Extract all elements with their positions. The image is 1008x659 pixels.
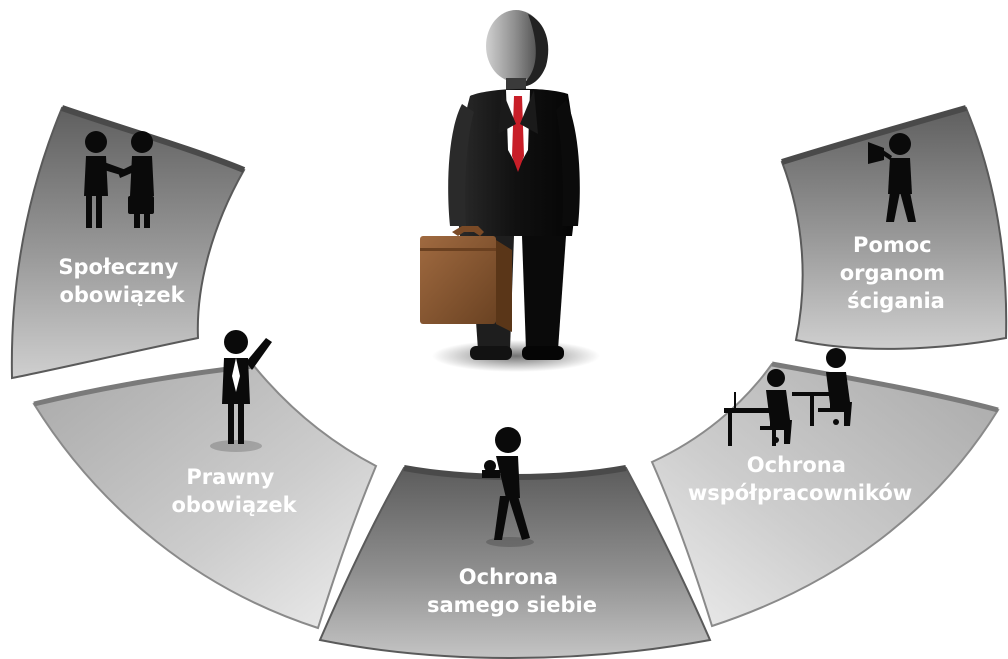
segment-label-organom: Pomoc organom ścigania (840, 233, 953, 313)
megaphone-figure-icon (868, 133, 916, 222)
segment-label-samego-siebie: Ochrona samego siebie (427, 565, 597, 617)
segment-label-spoleczny: Społeczny obowiązek (58, 255, 185, 307)
segment-shape (10, 106, 246, 380)
segment-ochrona-samego-siebie: Ochrona samego siebie (318, 427, 712, 659)
segment-pomoc-organom-scigania: Pomoc organom ścigania (780, 105, 1008, 350)
segment-rim (771, 361, 999, 413)
raised-hand-figure-icon (210, 330, 272, 452)
segment-shape (650, 362, 1000, 628)
segment-rim (61, 105, 246, 173)
segment-spoleczny-obowiazek: Społeczny obowiązek (10, 105, 246, 380)
businessman-with-briefcase-icon (420, 10, 600, 372)
segment-prawny-obowiazek: Prawny obowiązek (32, 330, 378, 630)
segment-label-wspolpracownikow: Ochrona współpracowników (688, 453, 912, 505)
office-workers-icon (724, 348, 852, 446)
walking-figure-icon (482, 427, 534, 547)
segment-rim (781, 105, 967, 165)
segment-label-prawny: Prawny obowiązek (171, 465, 297, 517)
handshake-figures-icon (84, 131, 154, 228)
segment-ochrona-wspolpracownikow: Ochrona współpracowników (650, 348, 1000, 628)
